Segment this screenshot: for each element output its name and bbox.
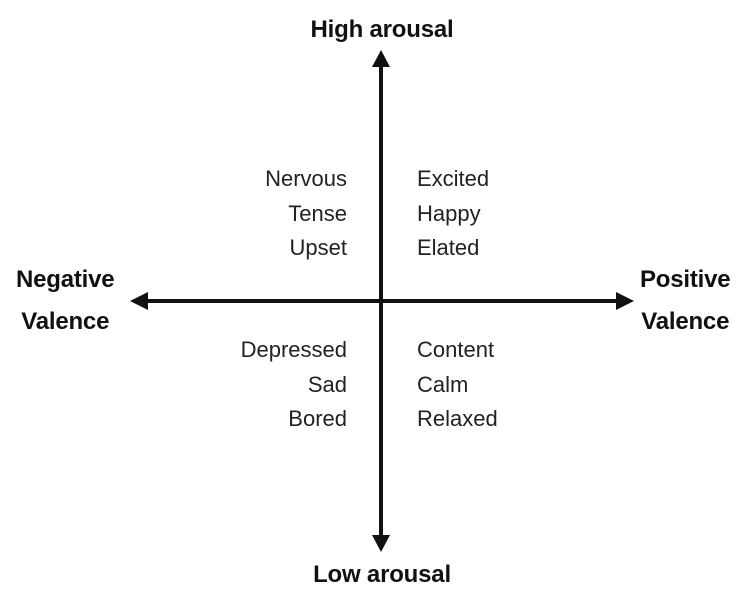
horizontal-valence-axis [130, 292, 634, 310]
negative-valence-label-line-2: Valence [21, 308, 110, 335]
quadrant-high-arousal-negative: Nervous Tense Upset [265, 162, 347, 266]
emotion-word: Depressed [240, 337, 347, 362]
quadrant-low-arousal-negative: Depressed Sad Bored [241, 333, 347, 437]
arrowhead-up-icon [372, 50, 390, 67]
positive-valence-label: Positive Valence [640, 266, 731, 336]
emotion-word: Tense [288, 200, 347, 226]
emotion-word: Calm [417, 371, 469, 397]
emotion-word: Upset [289, 235, 347, 260]
low-arousal-label: Low arousal [313, 561, 451, 588]
quadrant-low-arousal-positive: Content Calm Relaxed [417, 333, 498, 437]
emotion-word: Content [417, 337, 495, 362]
positive-valence-label-line-2: Valence [641, 308, 730, 335]
positive-valence-label-line-1: Positive [640, 266, 731, 293]
arrowhead-right-icon [616, 292, 634, 310]
arrowhead-down-icon [372, 535, 390, 552]
emotion-word: Relaxed [417, 406, 498, 431]
emotion-word: Excited [417, 166, 490, 191]
emotion-word: Elated [417, 235, 480, 260]
emotion-word: Nervous [265, 166, 347, 191]
emotion-word: Sad [307, 371, 347, 397]
emotion-word: Bored [288, 406, 347, 431]
negative-valence-label-line-1: Negative [16, 266, 115, 293]
high-arousal-label: High arousal [310, 16, 454, 43]
emotion-word: Happy [417, 200, 481, 226]
quadrant-high-arousal-positive: Excited Happy Elated [417, 162, 489, 266]
negative-valence-label: Negative Valence [16, 266, 115, 336]
arrowhead-left-icon [130, 292, 148, 310]
